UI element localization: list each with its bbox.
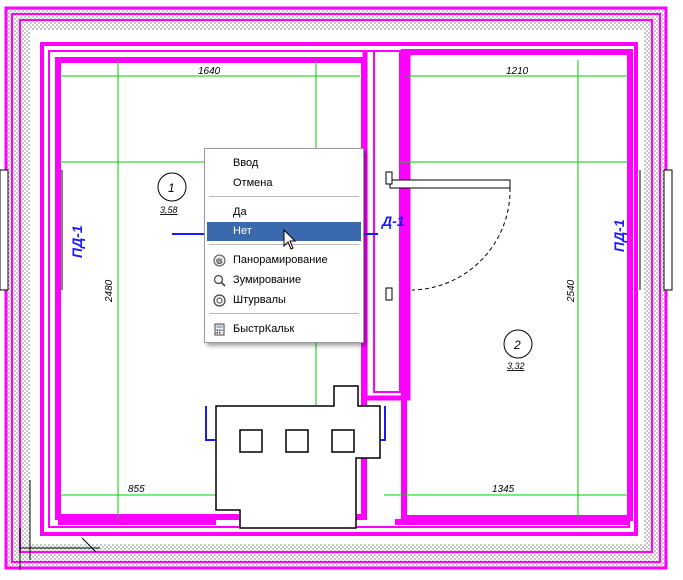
menu-item-zoom-label: Зумирование	[233, 274, 302, 286]
room-2-area: 3,32	[507, 361, 525, 371]
tag-door: Д-1	[381, 213, 405, 229]
stove	[215, 385, 381, 529]
menu-item-no-label: Нет	[233, 225, 252, 237]
steering-wheel-icon	[213, 294, 226, 307]
window-sashes	[0, 169, 673, 291]
tag-pd-left: ПД-1	[69, 225, 85, 258]
dimension-texts: 1640 1210 855 1345 2480 2540	[104, 66, 577, 495]
menu-item-pan[interactable]: Панорамирование	[207, 251, 361, 270]
pan-hand-icon	[213, 254, 226, 267]
room-2-number: 2	[513, 338, 521, 352]
menu-separator	[209, 313, 359, 314]
mouse-pointer-icon	[283, 229, 297, 250]
menu-item-enter[interactable]: Ввод	[207, 154, 361, 173]
opening-tags: ПД-1 ПД-1 Д-1	[69, 213, 627, 258]
dim-1640: 1640	[198, 66, 221, 77]
room-1-area: 3,58	[160, 205, 178, 215]
dim-1345: 1345	[492, 484, 515, 495]
menu-item-yes-label: Да	[233, 206, 247, 218]
menu-item-cancel[interactable]: Отмена	[207, 174, 361, 193]
room-1-number: 1	[168, 181, 175, 195]
dim-2540: 2540	[566, 279, 577, 303]
menu-item-pan-label: Панорамирование	[233, 254, 328, 266]
axis-marks	[19, 480, 100, 570]
menu-item-zoom[interactable]: Зумирование	[207, 271, 361, 290]
dim-855: 855	[128, 484, 145, 495]
dim-1210: 1210	[506, 66, 529, 77]
calculator-icon	[214, 323, 225, 336]
menu-item-wheels-label: Штурвалы	[233, 294, 286, 306]
room-markers: 1 3,58 2 3,32	[157, 172, 533, 371]
menu-separator	[209, 196, 359, 197]
zoom-magnifier-icon	[213, 274, 226, 287]
menu-item-enter-label: Ввод	[233, 157, 259, 169]
door-swing	[385, 171, 511, 301]
menu-item-cancel-label: Отмена	[233, 177, 273, 189]
menu-item-yes[interactable]: Да	[207, 203, 361, 222]
menu-item-quickcalc[interactable]: БыстрКальк	[207, 320, 361, 339]
dim-2480: 2480	[104, 279, 115, 303]
menu-item-wheels[interactable]: Штурвалы	[207, 291, 361, 310]
tag-pd-right: ПД-1	[611, 219, 627, 252]
menu-item-quickcalc-label: БыстрКальк	[233, 323, 295, 335]
